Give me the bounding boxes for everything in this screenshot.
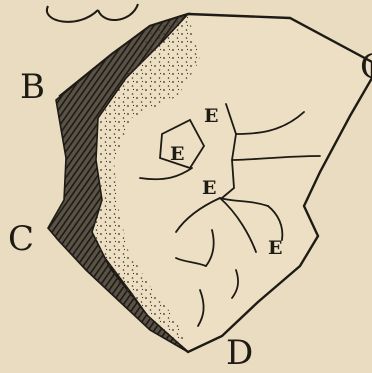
label-b: B: [20, 67, 45, 107]
top-loop-right: [98, 4, 138, 20]
label-c-edge: C: [360, 47, 372, 87]
label-e1: E: [204, 105, 218, 127]
label-e4: E: [268, 237, 282, 259]
label-c: C: [8, 219, 34, 259]
label-e3: E: [202, 177, 216, 199]
label-e2: E: [170, 143, 184, 165]
label-d: D: [226, 333, 253, 373]
top-loop-left: [47, 6, 98, 22]
